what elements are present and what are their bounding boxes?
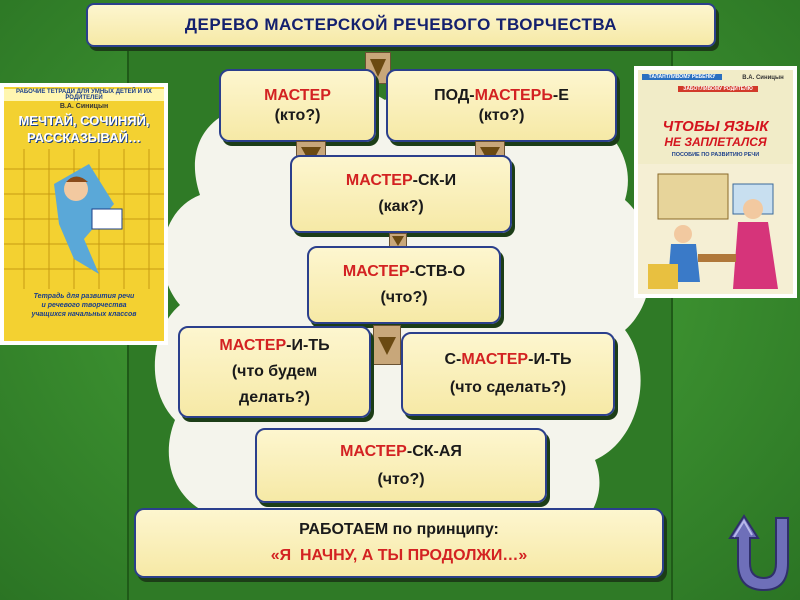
node-masterski: МАСТЕР-СК-И (как?)	[290, 155, 512, 233]
node-master-question: (кто?)	[274, 106, 321, 124]
book-right-illustration	[638, 164, 793, 294]
node-master: МАСТЕР (кто?)	[219, 69, 376, 142]
book-left-illustration	[4, 149, 164, 289]
node-smasterit: С-МАСТЕР-И-ТЬ (что сделать?)	[401, 332, 615, 416]
node-masterstvo-question: (что?)	[380, 289, 428, 306]
book-right-title-line2: НЕ ЗАПЛЕТАЛСЯ	[664, 135, 767, 149]
principle-box: РАБОТАЕМ по принципу: «Я НАЧНУ, А ТЫ ПРО…	[134, 508, 664, 578]
book-left-subtitle-3: учащихся начальных классов	[31, 311, 137, 318]
node-podmaster-prefix: ПОД-	[434, 86, 475, 104]
return-arrow-icon[interactable]	[722, 508, 792, 593]
diagram-title-text: ДЕРЕВО МАСТЕРСКОЙ РЕЧЕВОГО ТВОРЧЕСТВА	[184, 15, 618, 34]
node-podmaster-root: МАСТЕРЬ	[474, 86, 553, 104]
book-left-subtitle-2: и речевого творчества	[41, 302, 127, 309]
node-masterski-root: МАСТЕР	[345, 172, 413, 189]
principle-heading-rest: по принципу:	[388, 521, 499, 538]
node-masterskaya-root: МАСТЕР	[340, 442, 407, 460]
book-right-title-line1: ЧТОБЫ ЯЗЫК	[662, 118, 769, 135]
node-master-root: МАСТЕР	[264, 86, 331, 104]
arrow-down-5	[373, 325, 401, 365]
principle-motto: «Я НАЧНУ, А ТЫ ПРОДОЛЖИ…»	[270, 547, 528, 564]
node-podmaster-question: (кто?)	[478, 106, 525, 124]
book-left-series: РАБОЧИЕ ТЕТРАДИ ДЛЯ УМНЫХ ДЕТЕЙ И ИХ РОД…	[4, 89, 164, 101]
book-cover-dream-compose-tell: РАБОЧИЕ ТЕТРАДИ ДЛЯ УМНЫХ ДЕТЕЙ И ИХ РОД…	[0, 83, 168, 345]
book-left-author: В.А. Синицын	[59, 103, 109, 110]
node-masterit-root: МАСТЕР	[219, 337, 287, 354]
node-masterstvo-root: МАСТЕР	[342, 263, 410, 280]
node-smasterit-question: (что сделать?)	[449, 379, 567, 396]
node-smasterit-root: МАСТЕР	[461, 351, 529, 368]
node-masterskaya-suffix: -СК-АЯ	[406, 442, 462, 460]
node-smasterit-prefix: С-	[444, 351, 462, 368]
book-left-subtitle-1: Тетрадь для развития речи	[33, 293, 135, 300]
book-right-author: В.А. Синицын	[742, 75, 784, 81]
book-left-title-line2: РАССКАЗЫВАЙ…	[26, 130, 142, 145]
arrow-down-4	[389, 233, 407, 249]
principle-heading: РАБОТАЕМ	[299, 521, 389, 538]
book-right-subtitle: ПОСОБИЕ ПО РАЗВИТИЮ РЕЧИ	[671, 152, 760, 158]
node-masterit-suffix: -И-ТЬ	[286, 337, 330, 354]
book-right-tag-1: ТАЛАНТЛИВОМУ РЕБЁНКУ	[642, 74, 722, 80]
node-masterski-suffix: -СК-И	[412, 172, 457, 189]
book-left-title-line1: МЕЧТАЙ, СОЧИНЯЙ,	[18, 113, 150, 128]
book-right-tag-2: ЗАБОТЛИВОМУ РОДИТЕЛЮ	[678, 86, 758, 92]
node-masterstvo: МАСТЕР-СТВ-О (что?)	[307, 246, 501, 324]
node-masterit-question-line2: делать?)	[239, 389, 310, 406]
diagram-title: ДЕРЕВО МАСТЕРСКОЙ РЕЧЕВОГО ТВОРЧЕСТВА	[86, 3, 716, 47]
node-smasterit-suffix: -И-ТЬ	[528, 351, 572, 368]
node-podmaster: ПОД-МАСТЕРЬ-Е (кто?)	[386, 69, 617, 142]
node-masterskaya: МАСТЕР-СК-АЯ (что?)	[255, 428, 547, 503]
node-masterstvo-suffix: -СТВ-О	[409, 263, 466, 280]
node-masterit-question-line1: (что будем	[231, 363, 318, 380]
book-cover-tongue-twister: ТАЛАНТЛИВОМУ РЕБЁНКУ ЗАБОТЛИВОМУ РОДИТЕЛ…	[634, 66, 797, 298]
node-masterit: МАСТЕР-И-ТЬ (что будем делать?)	[178, 326, 371, 418]
node-masterskaya-question: (что?)	[377, 470, 425, 488]
node-podmaster-suffix: -Е	[552, 86, 569, 104]
node-masterski-question: (как?)	[378, 198, 424, 215]
